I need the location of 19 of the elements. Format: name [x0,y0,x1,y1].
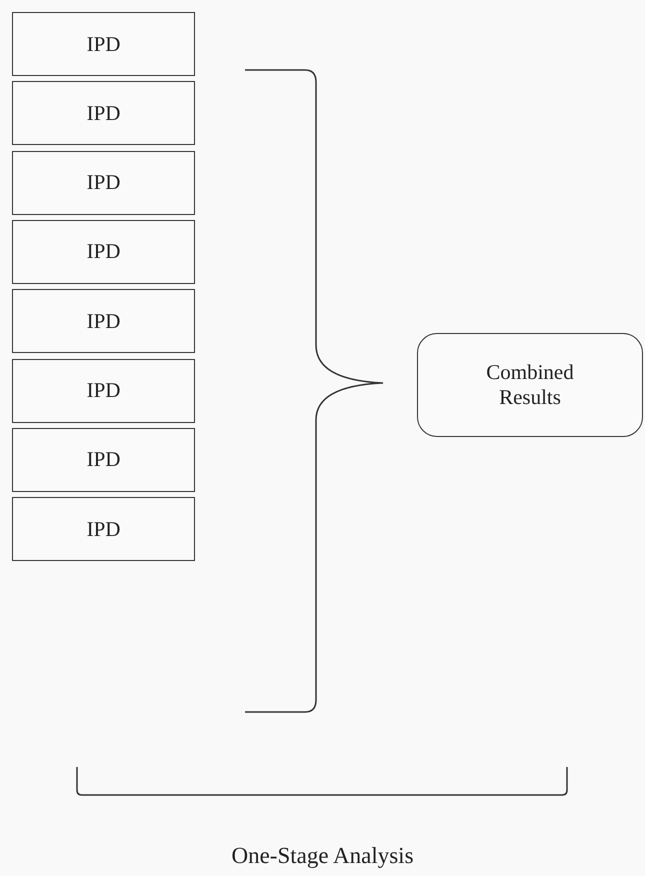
node-label: IPD [86,239,120,264]
data-box [12,150,195,215]
node-label: IPD [86,100,120,126]
data-box [12,12,195,76]
result-box [417,333,643,437]
data-box [12,358,195,422]
node-label: IPD [86,378,120,403]
data-box [12,428,195,492]
caption-text: One-Stage Analysis [230,843,415,869]
node-label: Combined Results [485,360,575,410]
data-box [12,81,195,146]
node-label: IPD [86,308,120,334]
node-label: IPD [86,32,120,56]
data-box [12,289,195,354]
data-box [12,497,195,562]
node-label: IPD [86,447,120,472]
node-label: IPD [86,170,120,196]
node-label: IPD [86,516,120,542]
data-box [12,220,195,284]
